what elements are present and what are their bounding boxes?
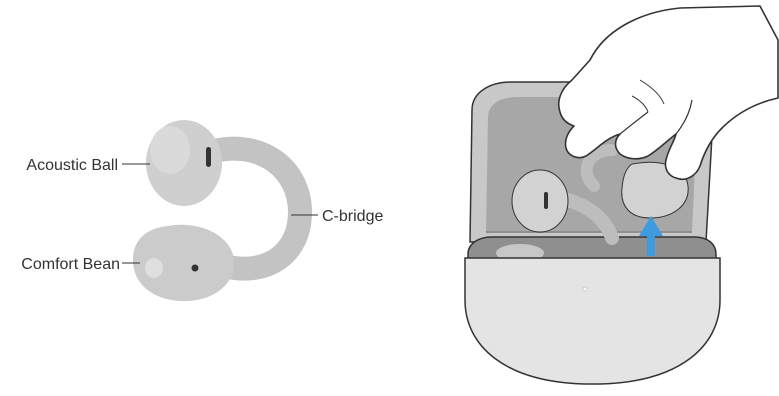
c-bridge-part [198, 136, 313, 281]
comfort-bean-label: Comfort Bean [21, 256, 120, 273]
hand-icon [557, 5, 779, 181]
case-body [464, 257, 721, 385]
acoustic-ball-label: Acoustic Ball [26, 157, 118, 174]
arrow-up-icon [639, 216, 663, 256]
c-bridge-label: C-bridge [322, 208, 383, 225]
earbud-illustration [132, 120, 313, 302]
comfort-bean-part [132, 224, 235, 302]
status-led [582, 286, 588, 292]
